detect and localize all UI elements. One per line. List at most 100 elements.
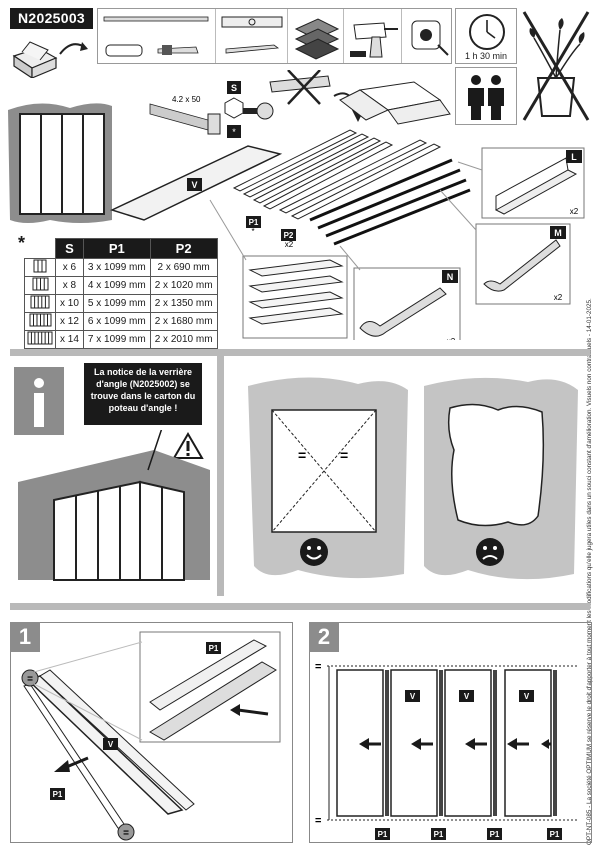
step-2-profile-label-1: P1	[378, 830, 388, 839]
profile-p1-label: P1	[249, 218, 259, 227]
tools-cell-tape	[402, 9, 452, 63]
table-cell-p1: 4 x 1099 mm	[82, 276, 151, 295]
profile-dark-bundle	[309, 158, 471, 246]
section-divider-vertical	[217, 356, 224, 596]
step-1-profile-label: P1	[53, 790, 63, 799]
step-2-profile-label-4: P1	[550, 830, 560, 839]
step-1-equal-top: =	[27, 674, 33, 685]
tape-measure-icon	[411, 20, 449, 56]
two-persons-panel	[455, 67, 517, 125]
table-row-pane-icon	[24, 276, 56, 295]
table-header-p1: P1	[82, 238, 151, 259]
step-1-panel	[10, 622, 293, 843]
two-persons-icon	[468, 75, 504, 120]
step-2-profile-label-3: P1	[490, 830, 500, 839]
required-tools-panel	[97, 8, 452, 64]
section-divider-bottom	[10, 603, 590, 610]
step-1-detail-profile-label: P1	[209, 644, 219, 653]
step-2-glass-label-3: V	[524, 692, 530, 701]
profile-n-label: N	[447, 272, 454, 282]
table-cell-p2: 2 x 1350 mm	[149, 294, 218, 313]
table-cell-p2: 2 x 1680 mm	[149, 312, 218, 331]
happy-face-icon	[300, 538, 328, 566]
table-row-pane-icon	[24, 294, 56, 313]
clock-icon	[469, 14, 505, 50]
step-1-illustration: = = V P1 P1	[21, 631, 281, 841]
table-cell-s: x 10	[55, 294, 84, 313]
table-header-s: S	[55, 238, 84, 259]
screw-label: S	[231, 83, 237, 93]
table-asterisk: *	[18, 233, 26, 253]
step-2-number: 2	[309, 622, 339, 652]
table-cell-s: x 8	[55, 276, 84, 295]
level-and-pencil-icon	[221, 16, 283, 54]
assembly-time-panel: 1 h 30 min	[455, 8, 517, 64]
glass-pane-label: V	[191, 180, 197, 190]
table-cell-s: x 6	[55, 258, 84, 277]
screw-size-label: 4.2 x 50	[172, 95, 201, 104]
sad-face-icon	[476, 538, 504, 566]
step-1-equal-bottom: =	[123, 828, 129, 839]
profile-p2-label: P2	[284, 231, 294, 240]
table-cell-s: x 12	[55, 312, 84, 331]
tools-cell-level-pencil	[216, 9, 288, 63]
shims-icon	[294, 18, 340, 60]
table-corner	[24, 238, 56, 259]
corner-notice-text: La notice de la verrière d'angle (N20250…	[84, 363, 202, 425]
step-2-equal-top: =	[315, 661, 321, 673]
step-2-equal-bottom: =	[315, 815, 321, 827]
svg-text:=: =	[340, 447, 348, 463]
step-1-glass-label: V	[108, 740, 114, 749]
table-cell-p1: 3 x 1099 mm	[82, 258, 151, 277]
table-cell-p1: 6 x 1099 mm	[82, 312, 151, 331]
profile-p1-bundle	[232, 129, 394, 210]
tools-cell-wedges	[288, 9, 344, 63]
parts-diagram: 4.2 x 50 S * V P1 * P2 x2 L	[8, 70, 585, 340]
ruler-and-saw-icon	[103, 16, 209, 57]
table-cell-p1: 5 x 1099 mm	[82, 294, 151, 313]
profile-p1-asterisk: *	[251, 227, 254, 236]
reference-label: N2025003	[10, 8, 93, 29]
toolbox-icon	[12, 41, 88, 78]
table-cell-p2: 2 x 690 mm	[149, 258, 218, 277]
corner-glass-illustration	[18, 430, 210, 581]
warning-icon	[172, 432, 204, 459]
screw-asterisk: *	[232, 127, 236, 137]
table-cell-p2: 2 x 2010 mm	[149, 330, 218, 349]
step-2-glass-label-1: V	[410, 692, 416, 701]
profile-n-qty: x2	[447, 337, 456, 340]
profile-l-label: L	[571, 152, 577, 162]
table-row-pane-icon	[24, 258, 56, 277]
table-cell-p2: 2 x 1020 mm	[149, 276, 218, 295]
screw-icon	[149, 103, 209, 131]
tools-cell-ruler-saw	[98, 9, 216, 63]
profile-l-qty: x2	[570, 207, 579, 216]
profile-m-label: M	[554, 228, 562, 238]
drill-icon	[350, 22, 398, 58]
table-header-p2: P2	[149, 238, 218, 259]
step-2-glass-label-2: V	[464, 692, 470, 701]
section-divider-top	[10, 349, 590, 356]
tools-cell-drill	[344, 9, 402, 63]
profile-p2-qty: x2	[285, 240, 294, 249]
assembly-time: 1 h 30 min	[464, 51, 508, 61]
table-row-pane-icon	[24, 330, 56, 349]
step-2-profile-label-2: P1	[434, 830, 444, 839]
profile-m-qty: x2	[554, 293, 563, 302]
step-2-illustration: = = V V V P1 P1 P1 P1	[315, 661, 579, 840]
table-row-pane-icon	[24, 312, 56, 331]
wall-condition-diagram: = =	[248, 377, 578, 580]
info-icon	[14, 367, 64, 435]
step-2-panel	[309, 622, 592, 843]
profile-p2-bundle	[278, 139, 442, 220]
svg-text:=: =	[298, 447, 306, 463]
no-plants-icon	[522, 11, 590, 121]
table-cell-p1: 7 x 1099 mm	[82, 330, 151, 349]
step-1-number: 1	[10, 622, 40, 652]
